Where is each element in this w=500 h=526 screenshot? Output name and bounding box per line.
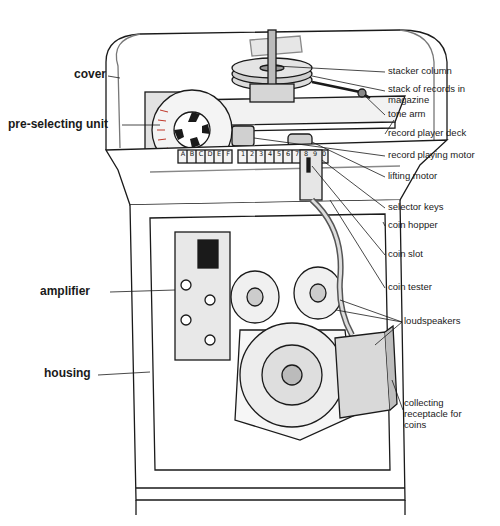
key-mark: E bbox=[215, 151, 223, 158]
loudspeaker-cone bbox=[262, 345, 322, 405]
key-mark: 3 bbox=[257, 151, 265, 158]
part-label: stack of records in magazine bbox=[388, 84, 498, 106]
part-label: loudspeakers bbox=[404, 316, 500, 327]
part-label: record playing motor bbox=[388, 150, 498, 161]
amplifier-tube bbox=[198, 240, 218, 268]
part-label-bold: housing bbox=[44, 367, 104, 381]
coin-receptacle-side bbox=[385, 326, 397, 410]
loudspeaker bbox=[294, 267, 342, 319]
key-mark: 8 bbox=[302, 151, 310, 158]
part-label: coin tester bbox=[388, 282, 498, 293]
tone-arm bbox=[312, 82, 370, 98]
coin-slot bbox=[307, 158, 310, 172]
coin-receptacle bbox=[335, 332, 390, 418]
key-mark: F bbox=[224, 151, 232, 158]
part-label: tone arm bbox=[388, 109, 498, 120]
key-mark: C bbox=[197, 151, 205, 158]
amplifier-knobs bbox=[181, 280, 215, 345]
key-mark: 1 bbox=[239, 151, 247, 158]
housing-opening bbox=[150, 214, 390, 470]
key-mark: 7 bbox=[293, 151, 301, 158]
pre-selector-holes bbox=[174, 112, 210, 148]
coin-chute bbox=[312, 200, 352, 335]
key-mark: 0 bbox=[320, 151, 328, 158]
loudspeaker-cone bbox=[247, 288, 263, 306]
housing-outline bbox=[130, 200, 405, 500]
loudspeaker-cap bbox=[282, 365, 302, 385]
key-mark: 9 bbox=[311, 151, 319, 158]
key-mark: D bbox=[206, 151, 214, 158]
part-label-bold: amplifier bbox=[40, 285, 115, 299]
amplifier-box bbox=[175, 232, 230, 360]
part-label: record player deck bbox=[388, 128, 498, 139]
part-label: stacker column bbox=[388, 66, 498, 77]
loudspeaker bbox=[231, 271, 279, 323]
panel-line bbox=[150, 166, 400, 172]
cover-edge bbox=[116, 34, 140, 148]
housing-base bbox=[136, 488, 405, 515]
key-mark: 2 bbox=[248, 151, 256, 158]
part-label-bold: pre-selecting unit bbox=[8, 118, 128, 132]
loudspeaker bbox=[240, 323, 344, 427]
leader-lines bbox=[98, 66, 403, 410]
coin-mechanism bbox=[300, 150, 322, 200]
key-divider bbox=[187, 150, 223, 163]
loudspeaker-cone bbox=[310, 284, 326, 302]
key-mark: 4 bbox=[266, 151, 274, 158]
pre-selector-scale bbox=[157, 110, 168, 150]
key-mark: B bbox=[188, 151, 196, 158]
part-label: coin hopper bbox=[388, 220, 498, 231]
part-label-bold: cover bbox=[74, 68, 134, 82]
selector-keys-letters bbox=[178, 150, 232, 163]
magazine bbox=[250, 84, 294, 102]
part-label: selector keys bbox=[388, 202, 498, 213]
part-label: collecting receptacle for coins bbox=[404, 398, 484, 431]
pre-selector-hub bbox=[174, 112, 210, 148]
key-mark: 5 bbox=[275, 151, 283, 158]
key-mark: 6 bbox=[284, 151, 292, 158]
part-label: coin slot bbox=[388, 249, 498, 260]
record-playing-motor bbox=[232, 126, 254, 146]
key-mark: A bbox=[179, 151, 187, 158]
part-label: lifting motor bbox=[388, 171, 498, 182]
coin-chute bbox=[312, 200, 352, 335]
